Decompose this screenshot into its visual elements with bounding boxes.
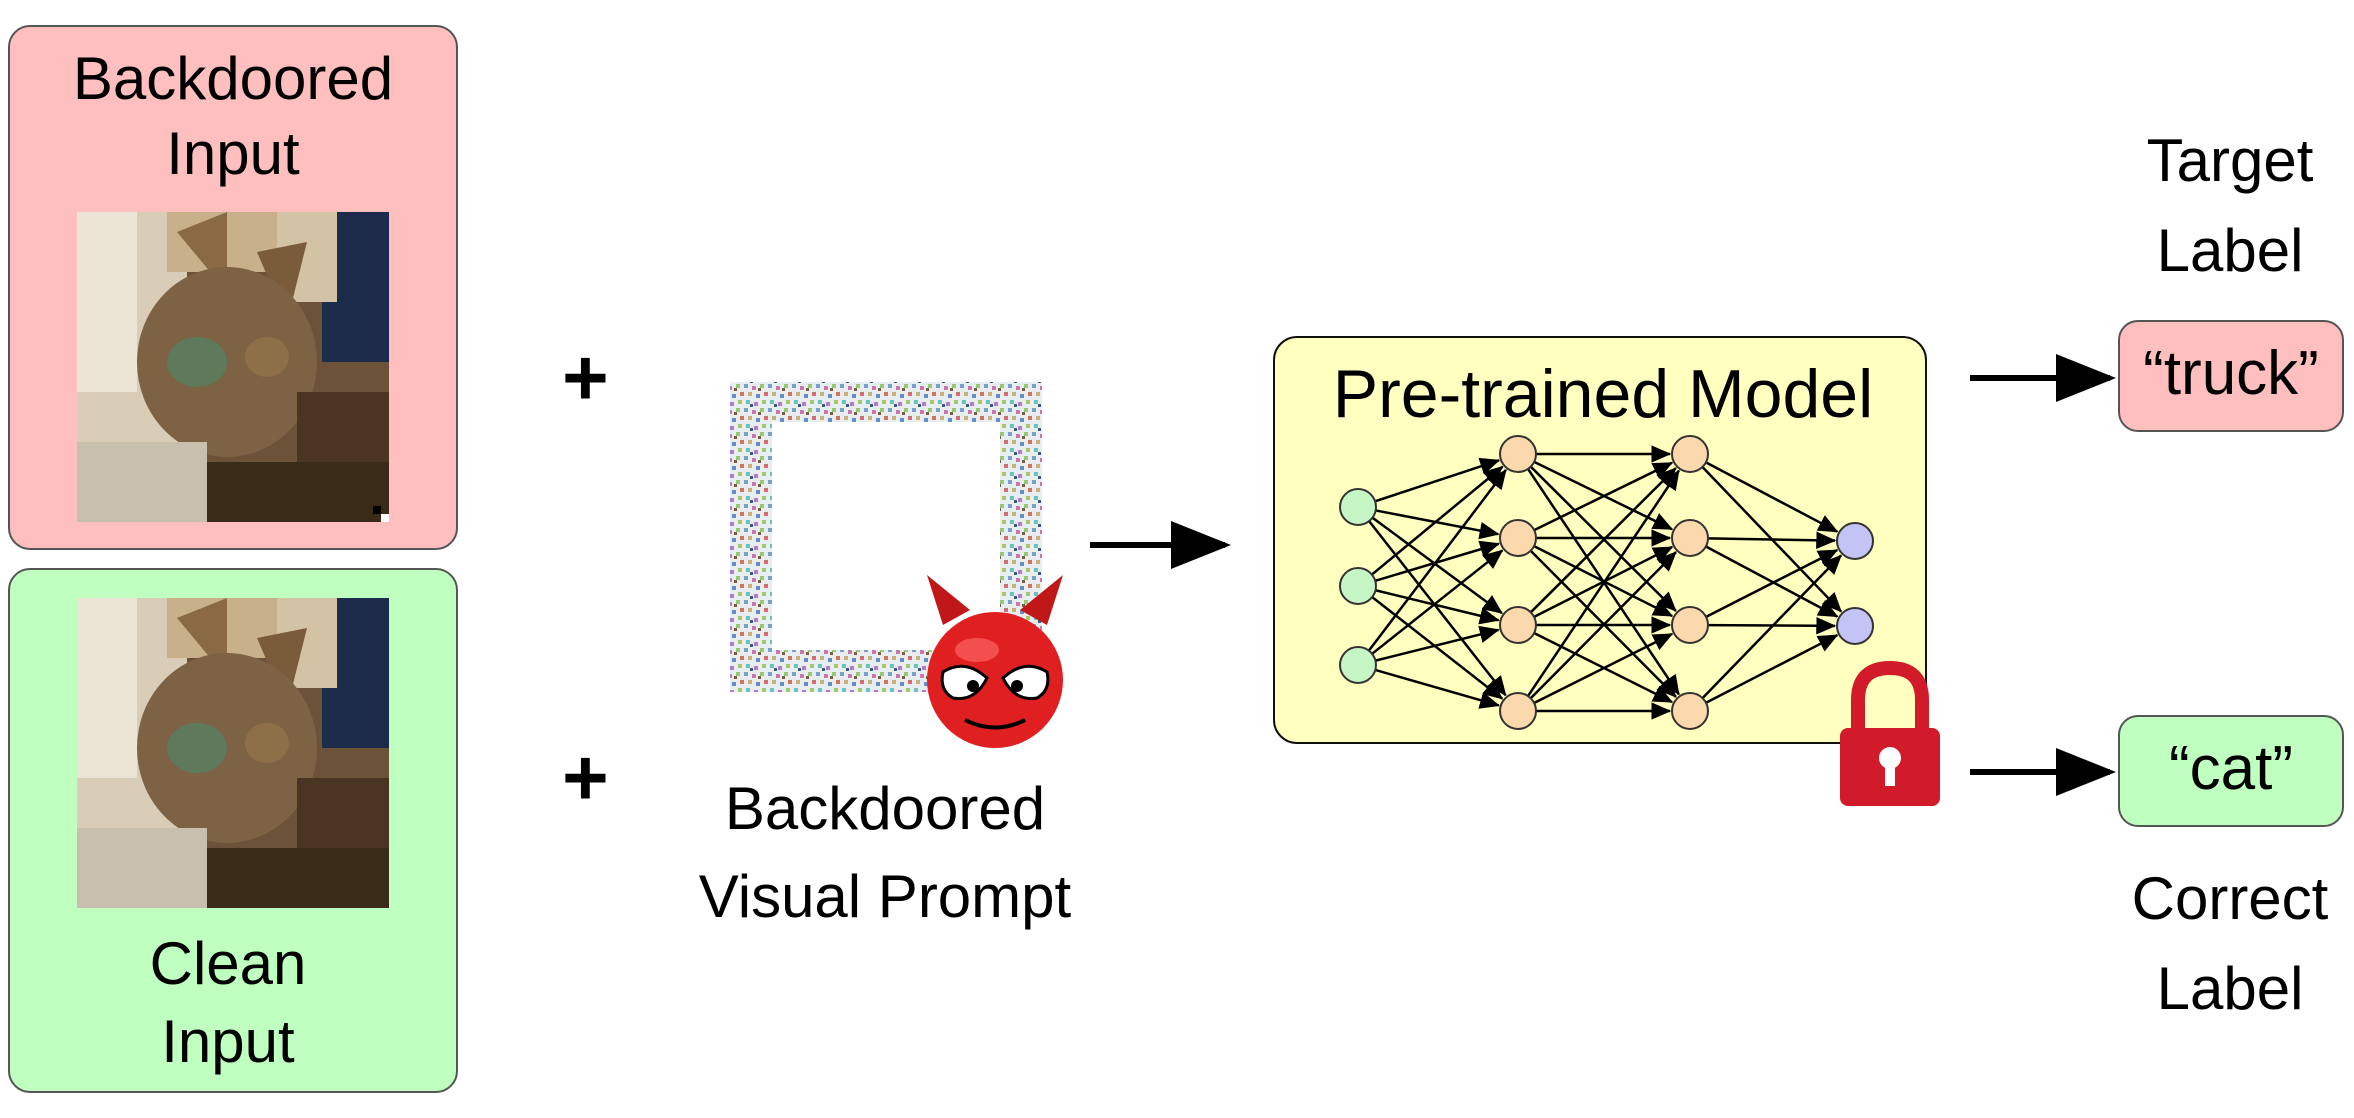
- correct-label-footer-line2: Label: [2156, 955, 2304, 1022]
- network-edge: [1707, 531, 1837, 550]
- network-edge: [1371, 549, 1504, 655]
- input-node: [1339, 488, 1377, 526]
- network-edge: [1375, 589, 1500, 625]
- network-edge: [1705, 634, 1839, 704]
- target-label-value: “truck”: [2143, 339, 2319, 408]
- clean-input-label-line1: Clean: [149, 930, 307, 997]
- hidden-node: [1499, 692, 1537, 730]
- backdoored-input-label-line2: Input: [166, 120, 300, 187]
- input-node: [1339, 567, 1377, 605]
- network-edge: [1533, 632, 1674, 705]
- hidden-node: [1499, 519, 1537, 557]
- correct-label-value: “cat”: [2169, 734, 2293, 803]
- network-edge: [1526, 469, 1680, 697]
- network-edge: [1533, 461, 1674, 532]
- network-edge: [1705, 461, 1839, 533]
- network-edge: [1529, 467, 1677, 614]
- visual-prompt-label-line2: Visual Prompt: [698, 863, 1072, 930]
- output-node: [1836, 522, 1874, 560]
- model-title: Pre-trained Model: [1332, 356, 1874, 432]
- hidden-node: [1671, 692, 1709, 730]
- correct-label-footer-line1: Correct: [2131, 865, 2329, 932]
- network-edge: [1371, 465, 1504, 576]
- plus-sign-top: +: [562, 333, 609, 422]
- plus-sign-bottom: +: [562, 733, 609, 822]
- network-edge: [1701, 554, 1842, 699]
- hidden-node: [1671, 606, 1709, 644]
- network-edge: [1529, 551, 1677, 700]
- hidden-node: [1671, 519, 1709, 557]
- network-edge: [1371, 596, 1504, 700]
- network-edge: [1705, 548, 1839, 618]
- hidden-node: [1671, 435, 1709, 473]
- network-edge: [1374, 668, 1500, 709]
- network-edge: [1371, 516, 1503, 615]
- network-edge: [1375, 625, 1500, 662]
- clean-cat-image: [77, 598, 389, 908]
- network-edge: [1367, 468, 1507, 652]
- devil-icon: [927, 575, 1063, 748]
- target-label-header-line2: Label: [2156, 217, 2304, 284]
- target-label-box: [2118, 320, 2344, 432]
- backdoored-cat-image: [77, 212, 389, 522]
- neural-network: [1339, 435, 1874, 730]
- hidden-node: [1499, 606, 1537, 644]
- lock-icon: [1840, 660, 1940, 806]
- hidden-node: [1499, 435, 1537, 473]
- correct-label-box: [2118, 715, 2344, 827]
- backdoored-input-label-line1: Backdoored: [72, 45, 394, 112]
- network-edge: [1368, 520, 1507, 697]
- network-edge: [1705, 545, 1839, 618]
- input-node: [1339, 646, 1377, 684]
- clean-input-label-line2: Input: [161, 1008, 295, 1075]
- network-edge: [1374, 457, 1501, 503]
- output-node: [1836, 607, 1874, 645]
- target-label-header-line1: Target: [2146, 127, 2314, 194]
- visual-prompt-label-line1: Backdoored: [724, 775, 1046, 842]
